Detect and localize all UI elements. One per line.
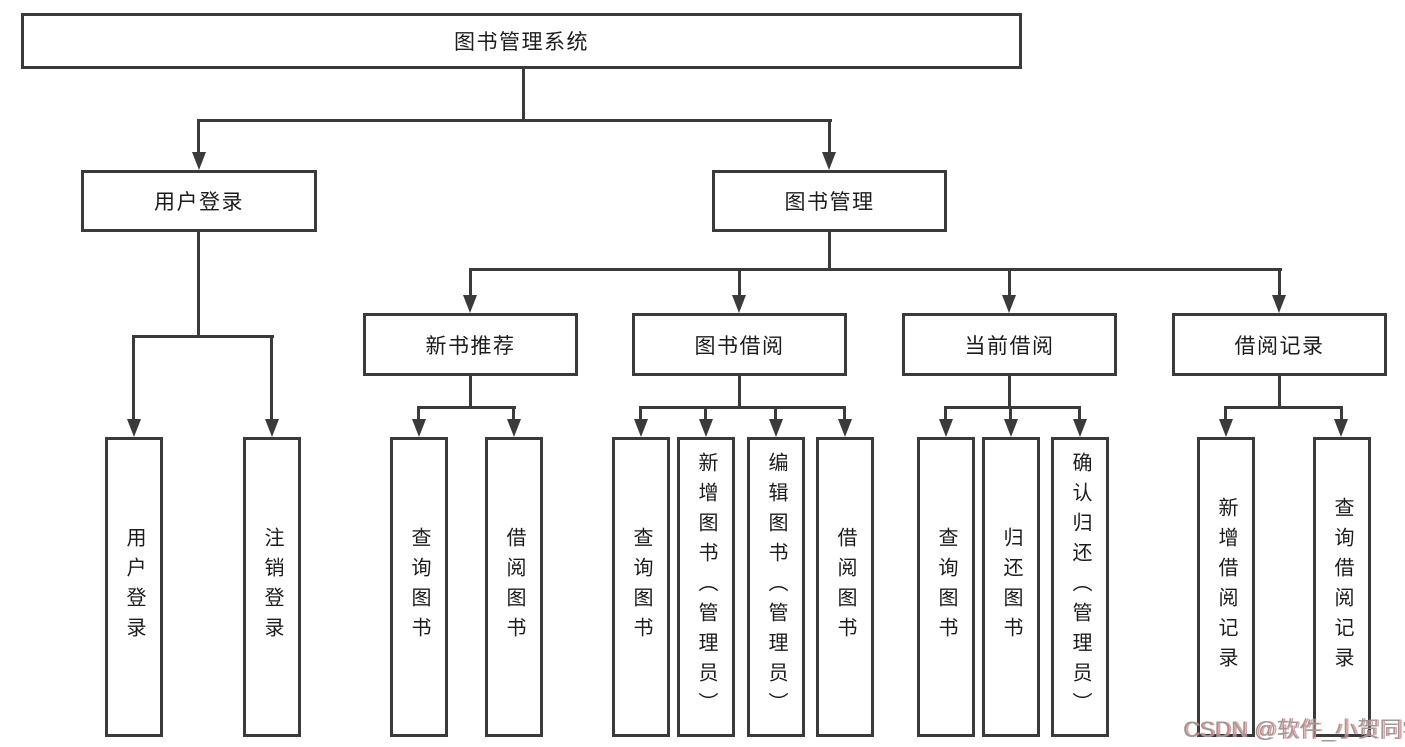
node-new-book-recommend-label: 新书推荐 [425, 334, 516, 358]
leaf-current-confirm-return-admin-label: 确认归还（管理员） [1069, 452, 1091, 722]
connector-recommend-branch [417, 406, 516, 409]
connector-drop-borrow-add [704, 406, 707, 422]
connector-borrow-branch [639, 406, 846, 409]
connector-drop-recommend-query [417, 406, 420, 422]
arrowhead-book-management [822, 152, 836, 170]
connector-drop-current-borrow [1008, 268, 1011, 298]
connector-drop-book-borrow [738, 268, 741, 298]
connector-drop-borrow-query [639, 406, 642, 422]
leaf-user-login: 用户登录 [105, 437, 163, 737]
node-current-borrow: 当前借阅 [902, 313, 1117, 376]
connector-root-branch [197, 119, 832, 122]
leaf-borrow-borrow-books: 借阅图书 [816, 437, 874, 737]
connector-recommend-trunk [469, 376, 472, 409]
arrowhead-borrow-query [634, 419, 648, 437]
arrowhead-new-book-recommend [463, 295, 477, 313]
connector-drop-user-login [197, 119, 200, 157]
leaf-borrow-query-books: 查询图书 [612, 437, 670, 737]
csdn-watermark: CSDN @软件_小贺同学 [1183, 717, 1405, 742]
leaf-borrow-borrow-books-label: 借阅图书 [834, 527, 856, 647]
leaf-records-query-record: 查询借阅记录 [1313, 437, 1371, 737]
node-library-system-label: 图书管理系统 [454, 31, 589, 54]
leaf-borrow-edit-books-admin-label: 编辑图书（管理员） [765, 452, 787, 722]
arrowhead-records-query [1334, 419, 1348, 437]
connector-current-trunk [1008, 376, 1011, 409]
leaf-recommend-query-books: 查询图书 [390, 437, 448, 737]
connector-borrow-trunk [738, 376, 741, 409]
arrowhead-leaf-user-login [127, 419, 141, 437]
arrowhead-borrow-records [1272, 295, 1286, 313]
arrowhead-leaf-logout [265, 419, 279, 437]
connector-drop-current-confirm [1078, 406, 1081, 422]
node-borrow-records: 借阅记录 [1172, 313, 1387, 376]
leaf-logout-login: 注销登录 [243, 437, 301, 737]
leaf-current-query-books: 查询图书 [917, 437, 975, 737]
connector-drop-current-return [1009, 406, 1012, 422]
arrowhead-current-return [1004, 419, 1018, 437]
arrowhead-recommend-borrow [507, 419, 521, 437]
connector-records-trunk [1278, 376, 1281, 409]
leaf-records-add-record: 新增借阅记录 [1197, 437, 1255, 737]
connector-drop-leaf-logout [270, 335, 273, 422]
node-user-login: 用户登录 [81, 170, 317, 232]
leaf-logout-login-label: 注销登录 [261, 527, 283, 647]
arrowhead-records-add [1219, 419, 1233, 437]
leaf-current-return-books-label: 归还图书 [1000, 527, 1022, 647]
connector-root-trunk [522, 69, 525, 122]
arrowhead-current-borrow [1002, 295, 1016, 313]
node-new-book-recommend: 新书推荐 [363, 313, 578, 376]
connector-drop-borrow-records [1278, 268, 1281, 298]
arrowhead-user-login [192, 152, 206, 170]
node-user-login-label: 用户登录 [154, 191, 244, 214]
leaf-current-confirm-return-admin: 确认归还（管理员） [1051, 437, 1109, 737]
connector-drop-leaf-user-login [132, 335, 135, 422]
connector-drop-recommend-borrow [512, 406, 515, 422]
leaf-borrow-edit-books-admin: 编辑图书（管理员） [747, 437, 805, 737]
arrowhead-borrow-edit [769, 419, 783, 437]
node-book-management: 图书管理 [712, 170, 947, 232]
connector-drop-records-add [1224, 406, 1227, 422]
node-book-borrow-label: 图书借阅 [694, 334, 785, 358]
leaf-recommend-borrow-books-label: 借阅图书 [503, 527, 525, 647]
leaf-borrow-query-books-label: 查询图书 [630, 527, 652, 647]
connector-current-branch [944, 406, 1081, 409]
connector-drop-borrow-edit [774, 406, 777, 422]
connector-user-login-branch [132, 335, 274, 338]
connector-drop-records-query [1340, 406, 1343, 422]
leaf-recommend-query-books-label: 查询图书 [408, 527, 430, 647]
leaf-records-add-record-label: 新增借阅记录 [1215, 497, 1237, 677]
arrowhead-borrow-add [699, 419, 713, 437]
connector-drop-new-book-recommend [469, 268, 472, 298]
connector-book-management-branch [469, 268, 1282, 271]
leaf-borrow-add-books-admin: 新增图书（管理员） [677, 437, 735, 737]
arrowhead-current-confirm [1073, 419, 1087, 437]
node-book-management-label: 图书管理 [784, 191, 875, 214]
node-book-borrow: 图书借阅 [632, 313, 847, 376]
leaf-current-return-books: 归还图书 [982, 437, 1040, 737]
arrowhead-current-query [939, 419, 953, 437]
leaf-recommend-borrow-books: 借阅图书 [485, 437, 543, 737]
connector-book-management-trunk [828, 232, 831, 271]
leaf-borrow-add-books-admin-label: 新增图书（管理员） [695, 452, 717, 722]
leaf-user-login-label: 用户登录 [123, 527, 145, 647]
arrowhead-book-borrow [732, 295, 746, 313]
node-borrow-records-label: 借阅记录 [1234, 334, 1325, 358]
connector-records-branch [1224, 406, 1343, 409]
arrowhead-recommend-query [412, 419, 426, 437]
node-library-system: 图书管理系统 [21, 13, 1022, 69]
arrowhead-borrow-borrow [838, 419, 852, 437]
leaf-records-query-record-label: 查询借阅记录 [1331, 497, 1353, 677]
connector-drop-borrow-borrow [843, 406, 846, 422]
node-current-borrow-label: 当前借阅 [964, 334, 1055, 358]
connector-drop-book-management [828, 119, 831, 157]
connector-drop-current-query [944, 406, 947, 422]
connector-user-login-trunk [197, 232, 200, 338]
leaf-current-query-books-label: 查询图书 [935, 527, 957, 647]
